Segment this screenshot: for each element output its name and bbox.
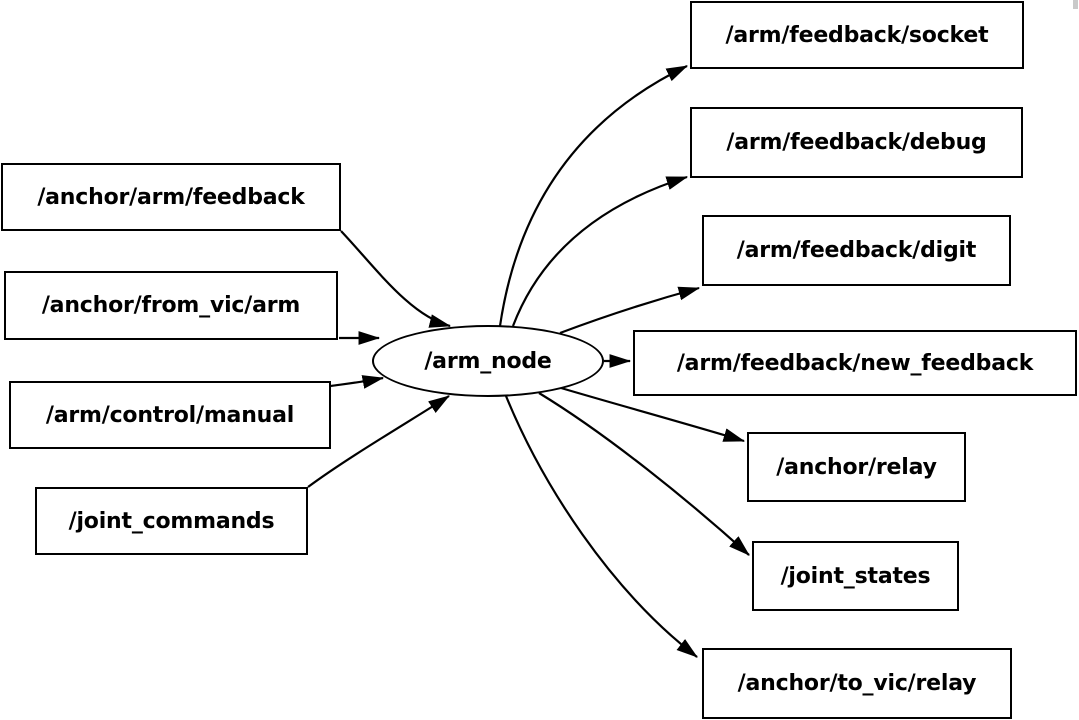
topic-box-arm-control-manual: /arm/control/manual xyxy=(9,381,331,449)
node-ellipse-arm-node: /arm_node xyxy=(372,325,604,397)
topic-box-anchor-from-vic-arm: /anchor/from_vic/arm xyxy=(4,271,338,340)
edge-arm-node-to-anchor-to-vic-relay xyxy=(504,395,698,658)
topic-label: /joint_commands xyxy=(68,508,275,534)
edge-arm-node-to-arm-feedback-debug xyxy=(511,175,689,327)
edge-arm-control-manual-to-arm-node xyxy=(330,375,385,389)
topic-label: /arm/feedback/digit xyxy=(736,238,977,263)
topic-label: /anchor/relay xyxy=(776,454,937,480)
topic-label: /anchor/arm/feedback xyxy=(37,184,305,210)
node-label: /arm_node xyxy=(424,348,552,374)
edge-arm-node-to-joint-states xyxy=(538,392,750,556)
topic-box-arm-feedback-new-feedback: /arm/feedback/new_feedback xyxy=(633,330,1077,396)
edge-arm-node-to-anchor-relay xyxy=(560,386,746,443)
topic-box-arm-feedback-debug: /arm/feedback/debug xyxy=(690,107,1023,178)
screen-edge-artifact xyxy=(1073,0,1078,9)
edge-anchor-arm-feedback-to-arm-node xyxy=(340,230,452,328)
topic-box-joint-states: /joint_states xyxy=(752,541,959,611)
topic-box-anchor-arm-feedback: /anchor/arm/feedback xyxy=(1,163,341,231)
edge-joint-commands-to-arm-node xyxy=(307,395,450,488)
topic-label: /arm/control/manual xyxy=(45,402,295,428)
topic-box-joint-commands: /joint_commands xyxy=(35,487,308,555)
topic-label: /arm/feedback/new_feedback xyxy=(676,350,1034,376)
edge-arm-node-to-arm-feedback-digit xyxy=(559,286,701,335)
topic-box-arm-feedback-digit: /arm/feedback/digit xyxy=(702,215,1011,286)
topic-box-arm-feedback-socket: /arm/feedback/socket xyxy=(690,1,1024,69)
topic-label: /joint_states xyxy=(780,563,931,589)
topic-box-anchor-relay: /anchor/relay xyxy=(747,432,966,502)
topic-label: /anchor/to_vic/relay xyxy=(737,671,977,696)
topic-label: /arm/feedback/socket xyxy=(725,22,989,48)
edge-arm-node-to-arm-feedback-socket xyxy=(498,65,688,327)
topic-box-anchor-to-vic-relay: /anchor/to_vic/relay xyxy=(702,648,1012,719)
topic-label: /anchor/from_vic/arm xyxy=(41,293,301,318)
topic-label: /arm/feedback/debug xyxy=(726,130,987,155)
